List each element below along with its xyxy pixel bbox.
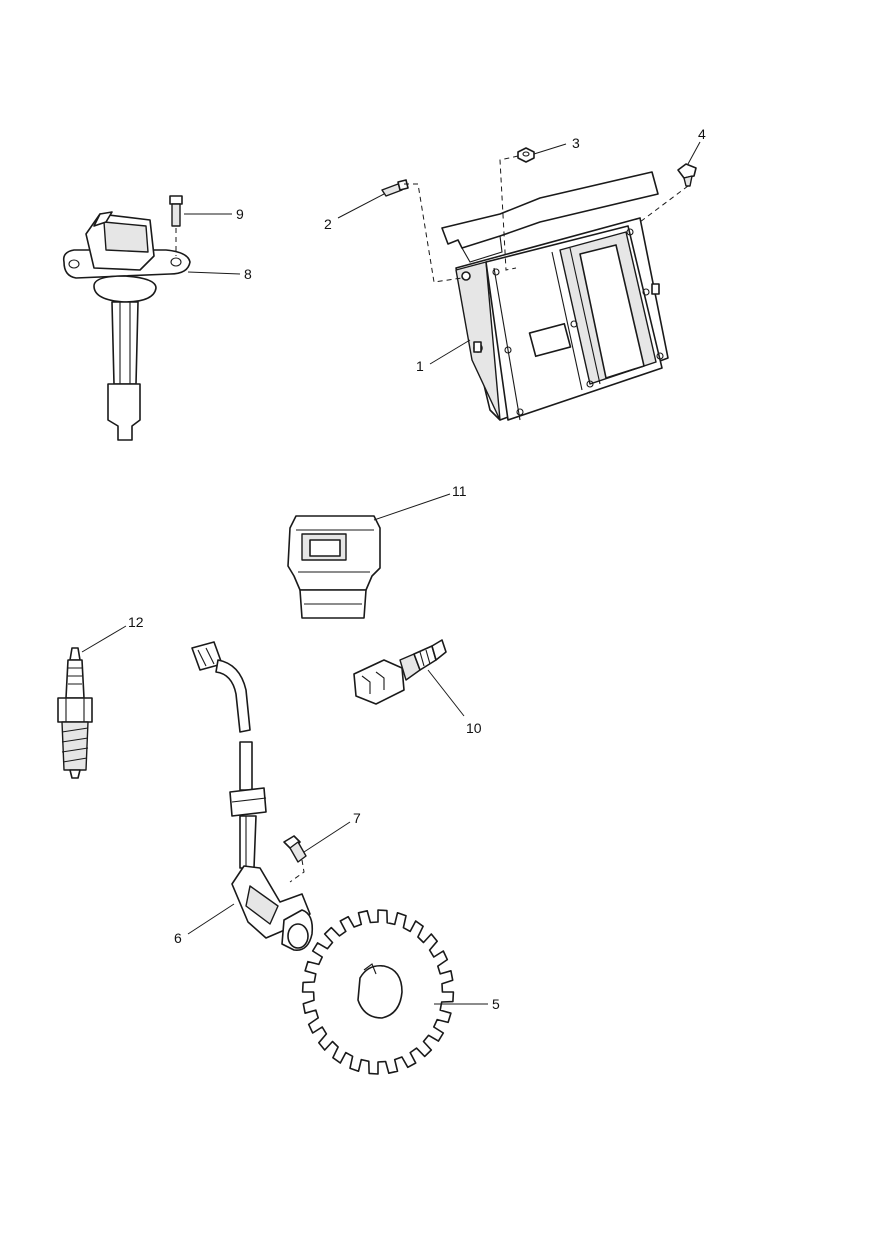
callout-10: 10 (466, 720, 482, 736)
callout-labels: 1 2 3 4 5 6 7 8 9 10 11 12 (128, 126, 706, 1012)
callout-7: 7 (353, 810, 361, 826)
part-nut-3 (517, 147, 535, 163)
callout-6: 6 (174, 930, 182, 946)
leader-11 (373, 493, 451, 521)
assembly-line-3 (499, 155, 519, 271)
part-ecu (441, 171, 669, 421)
leader-4 (687, 141, 701, 165)
assembly-line-4 (639, 185, 689, 223)
part-bolt-9 (169, 195, 183, 227)
leader-7 (303, 821, 351, 853)
assembly-line-7 (289, 859, 305, 883)
leader-2 (337, 193, 385, 219)
part-reluctor-ring-5 (301, 909, 455, 1075)
assembly-line-2 (404, 183, 463, 283)
leader-12 (81, 625, 127, 653)
leader-3 (533, 143, 567, 155)
part-connector-11 (287, 515, 381, 619)
callout-12: 12 (128, 614, 144, 630)
part-ignition-coil (62, 211, 191, 441)
callout-8: 8 (244, 266, 252, 282)
leader-6 (187, 903, 235, 935)
callout-3: 3 (572, 135, 580, 151)
callout-2: 2 (324, 216, 332, 232)
part-spark-plug-12 (57, 647, 93, 779)
part-screw-7 (283, 835, 307, 863)
callout-4: 4 (698, 126, 706, 142)
callout-1: 1 (416, 358, 424, 374)
callout-5: 5 (492, 996, 500, 1012)
part-screw-2 (381, 179, 409, 197)
leader-lines (81, 141, 701, 1005)
leader-1 (429, 339, 471, 365)
callout-11: 11 (452, 483, 467, 499)
part-temp-sensor-10 (353, 639, 447, 705)
leader-10 (427, 669, 465, 717)
callout-9: 9 (236, 206, 244, 222)
part-screw-4 (677, 163, 697, 187)
part-crank-sensor-6 (191, 641, 314, 951)
leader-8 (187, 271, 241, 275)
